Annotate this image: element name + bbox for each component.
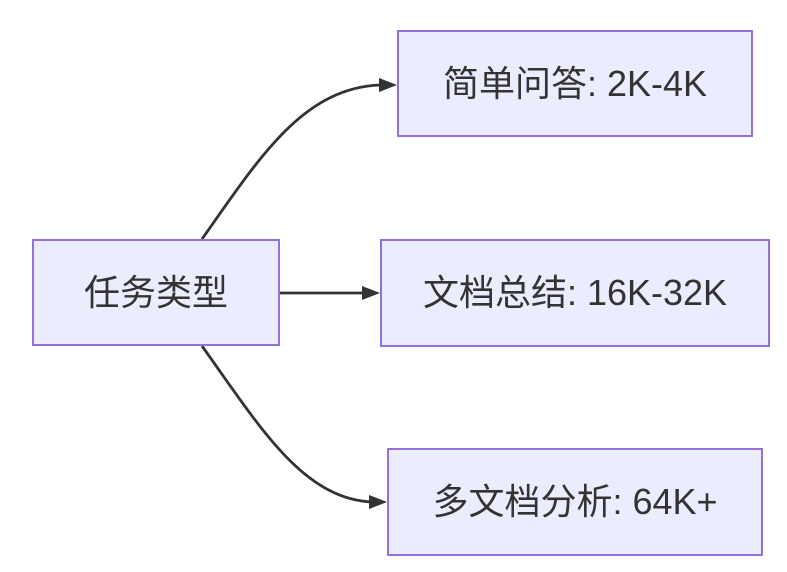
arrowhead-icon	[379, 78, 397, 92]
node-multi-doc: 多文档分析: 64K+	[387, 448, 763, 556]
edge-to-simple-qa	[200, 83, 381, 240]
node-simple-qa: 简单问答: 2K-4K	[397, 30, 753, 137]
node-doc-summary: 文档总结: 16K-32K	[380, 239, 770, 347]
node-label: 任务类型	[83, 271, 228, 313]
arrowhead-icon	[369, 495, 387, 509]
edge-to-multi-doc	[200, 345, 373, 504]
node-task-type: 任务类型	[32, 239, 280, 346]
arrowhead-icon	[362, 286, 380, 300]
node-label: 文档总结: 16K-32K	[422, 272, 728, 314]
node-label: 简单问答: 2K-4K	[442, 62, 708, 104]
node-label: 多文档分析: 64K+	[432, 481, 718, 523]
